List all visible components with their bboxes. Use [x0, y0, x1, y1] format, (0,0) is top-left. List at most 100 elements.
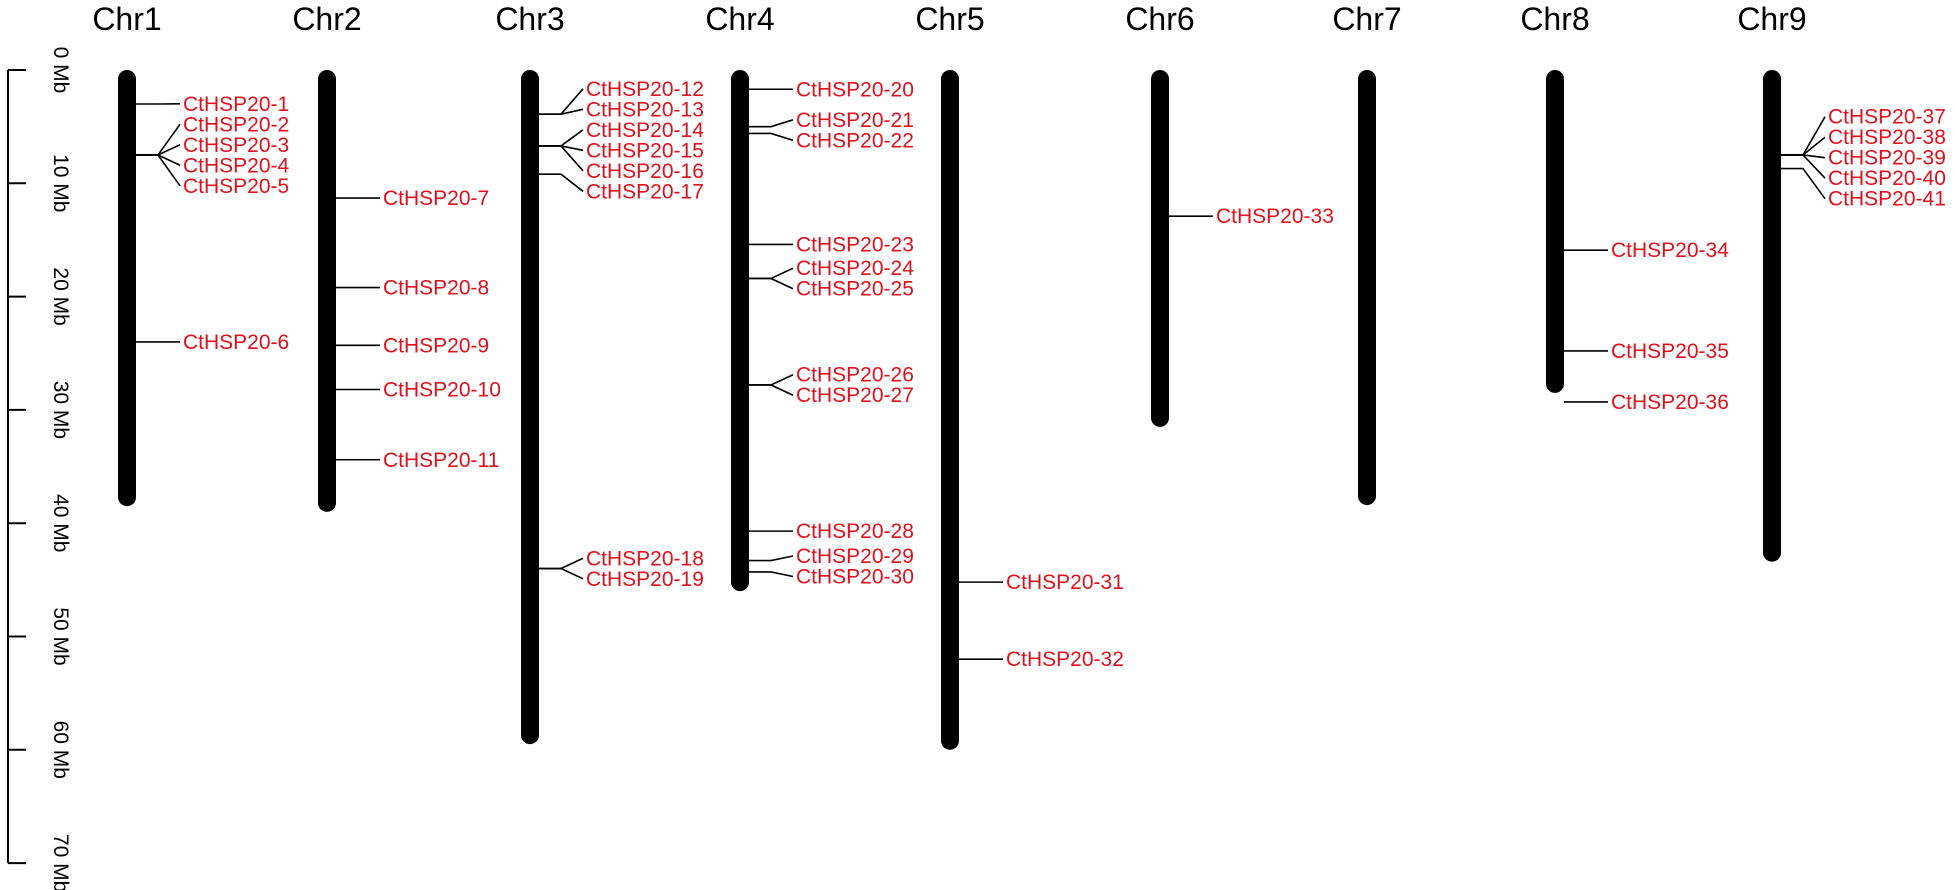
gene-label: CtHSP20-7 [383, 187, 489, 210]
gene-leader-line [1781, 154, 1826, 179]
chromosome-bar [941, 70, 959, 750]
chromosome-bar [1546, 70, 1564, 393]
chromosome-bar [118, 70, 136, 507]
scale-tick-label: 20 Mb [49, 267, 72, 325]
gene-label: CtHSP20-32 [1006, 648, 1124, 671]
gene-leader-line [749, 119, 794, 128]
scale-tick-label: 40 Mb [49, 494, 72, 552]
gene-label: CtHSP20-26 [796, 364, 914, 387]
gene-label: CtHSP20-34 [1611, 239, 1729, 262]
gene-label: CtHSP20-19 [586, 568, 704, 591]
gene-label: CtHSP20-41 [1828, 188, 1946, 211]
chromosome-label: Chr1 [92, 1, 161, 37]
gene-leader-line [136, 123, 181, 156]
gene-label: CtHSP20-22 [796, 129, 914, 152]
chromosome-group: Chr1CtHSP20-1CtHSP20-2CtHSP20-3CtHSP20-4… [92, 1, 1946, 750]
gene-label: CtHSP20-29 [796, 545, 914, 568]
gene-label: CtHSP20-39 [1828, 147, 1946, 170]
gene-label: CtHSP20-37 [1828, 106, 1946, 129]
gene-leader-line [539, 567, 584, 580]
scale-tick-label: 10 Mb [49, 154, 72, 212]
chromosome-bar [731, 70, 749, 592]
gene-label: CtHSP20-16 [586, 160, 704, 183]
gene-label: CtHSP20-35 [1611, 340, 1729, 363]
gene-label: CtHSP20-8 [383, 277, 489, 300]
gene-label: CtHSP20-33 [1216, 205, 1334, 228]
chromosome-label: Chr3 [495, 1, 564, 37]
gene-label: CtHSP20-28 [796, 520, 914, 543]
gene-leader-line [749, 384, 794, 396]
gene-leader-line [539, 173, 584, 192]
chromosome-label: Chr2 [292, 1, 361, 37]
chromosome-chr9: Chr9CtHSP20-37CtHSP20-38CtHSP20-39CtHSP2… [1737, 1, 1946, 562]
chromosome-chr1: Chr1CtHSP20-1CtHSP20-2CtHSP20-3CtHSP20-4… [92, 1, 290, 507]
scale-tick-label: 50 Mb [49, 607, 72, 665]
gene-leader-line [749, 373, 794, 386]
gene-leader-line [539, 557, 584, 570]
gene-label: CtHSP20-10 [383, 379, 501, 402]
gene-label: CtHSP20-24 [796, 257, 914, 280]
gene-leader-line [1781, 116, 1826, 156]
chromosome-bar [521, 70, 539, 745]
gene-leader-line [1781, 167, 1826, 200]
chromosome-chr2: Chr2CtHSP20-7CtHSP20-8CtHSP20-9CtHSP20-1… [292, 1, 501, 512]
chromosome-label: Chr6 [1125, 1, 1194, 37]
gene-label: CtHSP20-18 [586, 547, 704, 570]
gene-label: CtHSP20-9 [383, 334, 489, 357]
gene-label: CtHSP20-23 [796, 233, 914, 256]
gene-label: CtHSP20-6 [183, 331, 289, 354]
gene-label: CtHSP20-30 [796, 566, 914, 589]
chromosome-bar [1763, 70, 1781, 562]
gene-label: CtHSP20-14 [586, 119, 704, 142]
chromosome-label: Chr5 [915, 1, 984, 37]
gene-label: CtHSP20-21 [796, 109, 914, 132]
gene-leader-line [749, 571, 794, 578]
gene-label: CtHSP20-4 [183, 154, 290, 177]
chromosome-label: Chr8 [1520, 1, 1589, 37]
gene-label: CtHSP20-31 [1006, 571, 1124, 594]
gene-leader-line [749, 277, 794, 290]
gene-leader-line [749, 555, 794, 562]
gene-label: CtHSP20-27 [796, 384, 914, 407]
gene-label: CtHSP20-12 [586, 78, 704, 101]
gene-label: CtHSP20-11 [383, 449, 499, 472]
chromosome-bar [1358, 70, 1376, 506]
scale-tick-label: 0 Mb [49, 47, 72, 94]
scale-tick-label: 70 Mb [49, 834, 72, 890]
chromosome-chr4: Chr4CtHSP20-20CtHSP20-21CtHSP20-22CtHSP2… [705, 1, 914, 592]
gene-label: CtHSP20-5 [183, 175, 289, 198]
scale-tick-label: 60 Mb [49, 721, 72, 779]
gene-label: CtHSP20-3 [183, 134, 289, 157]
gene-leader-line [136, 144, 181, 156]
gene-label: CtHSP20-40 [1828, 167, 1946, 190]
gene-label: CtHSP20-1 [183, 93, 289, 116]
chromosome-bar [318, 70, 336, 512]
chromosome-label: Chr4 [705, 1, 774, 37]
gene-leader-line [136, 154, 181, 187]
gene-leader-line [136, 154, 181, 167]
chromosome-label: Chr7 [1332, 1, 1401, 37]
gene-label: CtHSP20-13 [586, 98, 704, 121]
chromosome-chr7: Chr7 [1332, 1, 1402, 506]
scale-axis: 0 Mb 10 Mb 20 Mb 30 Mb 40 Mb 50 Mb 60 Mb 70 Mb [7, 47, 72, 890]
gene-label: CtHSP20-17 [586, 180, 704, 203]
gene-label: CtHSP20-25 [796, 278, 914, 301]
gene-leader-line [749, 267, 794, 280]
gene-label: CtHSP20-36 [1611, 391, 1729, 414]
chromosome-label: Chr9 [1737, 1, 1806, 37]
gene-leader-line [539, 108, 584, 115]
gene-leader-line [749, 132, 794, 142]
chromosome-chr3: Chr3CtHSP20-12CtHSP20-13CtHSP20-14CtHSP2… [495, 1, 704, 745]
chromosome-bar [1151, 70, 1169, 427]
scale-tick-label: 30 Mb [49, 381, 72, 439]
gene-label: CtHSP20-20 [796, 78, 914, 101]
gene-label: CtHSP20-15 [586, 139, 704, 162]
gene-leader-line [539, 145, 584, 172]
gene-leader-line [539, 129, 584, 147]
gene-label: CtHSP20-38 [1828, 126, 1946, 149]
gene-leader-line [1781, 136, 1826, 156]
